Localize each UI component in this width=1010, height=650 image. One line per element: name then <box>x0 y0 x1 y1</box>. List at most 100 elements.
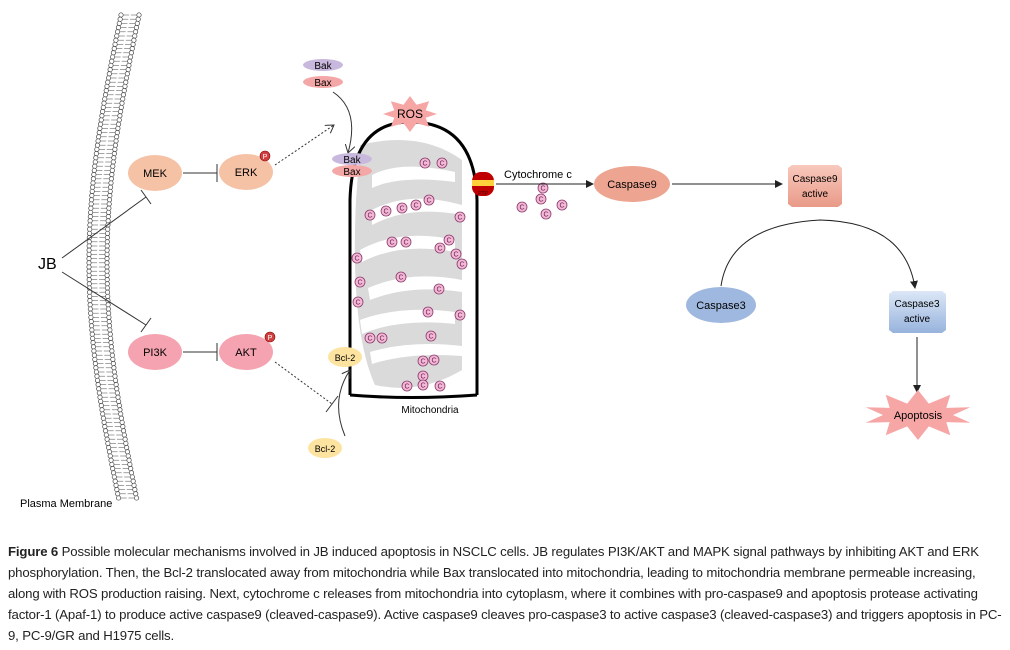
svg-text:C: C <box>439 161 444 168</box>
svg-text:active: active <box>904 314 931 325</box>
mitochondria-label: Mitochondria <box>401 405 459 416</box>
ros-star: ROS <box>383 96 437 132</box>
cytochrome-c: C <box>400 236 412 248</box>
cytochrome-c: C <box>354 276 366 288</box>
svg-text:C: C <box>404 384 409 391</box>
svg-text:AKT: AKT <box>235 347 257 359</box>
svg-text:Bak: Bak <box>314 61 332 72</box>
cytochrome-c: C <box>535 193 547 205</box>
cytochrome-c-label: Cytochrome c <box>504 169 572 181</box>
svg-text:C: C <box>355 300 360 307</box>
cytochrome-c: C <box>364 332 376 344</box>
svg-text:C: C <box>453 252 458 259</box>
svg-text:C: C <box>399 206 404 213</box>
mek-node: MEK <box>128 155 182 191</box>
cytochrome-c: C <box>352 296 364 308</box>
svg-text:C: C <box>457 215 462 222</box>
cytochrome-c: C <box>450 248 462 260</box>
svg-text:MEK: MEK <box>143 168 168 180</box>
cytochrome-c: C <box>376 332 388 344</box>
svg-text:Apoptosis: Apoptosis <box>894 410 943 422</box>
apoptosis-star: Apoptosis <box>865 390 971 440</box>
svg-text:PTP: PTP <box>478 191 488 197</box>
bak-bax-cytosol: Bak Bax <box>303 59 343 89</box>
svg-text:C: C <box>367 213 372 220</box>
svg-text:Bak: Bak <box>343 155 361 166</box>
svg-text:C: C <box>540 186 545 193</box>
cytochrome-c: C <box>417 370 429 382</box>
cytochrome-c: C <box>425 330 437 342</box>
svg-text:C: C <box>559 203 564 210</box>
bcl2-mito: Bcl-2 <box>328 347 362 367</box>
svg-text:C: C <box>437 384 442 391</box>
caption-text: Possible molecular mechanisms involved i… <box>8 544 1002 643</box>
cytochrome-c: C <box>454 211 466 223</box>
svg-text:Caspase9: Caspase9 <box>607 179 657 191</box>
cytochrome-c: C <box>537 182 549 194</box>
cytochrome-c: C <box>395 271 407 283</box>
svg-text:active: active <box>802 189 829 200</box>
cytochrome-c: C <box>396 202 408 214</box>
phospho-badge: P <box>268 335 273 342</box>
cytochrome-c: C <box>351 252 363 264</box>
cytochrome-c: C <box>456 258 468 270</box>
svg-text:Bcl-2: Bcl-2 <box>315 444 336 454</box>
svg-text:C: C <box>389 240 394 247</box>
svg-text:C: C <box>403 240 408 247</box>
svg-text:C: C <box>357 280 362 287</box>
svg-text:C: C <box>446 238 451 245</box>
cytochrome-c: C <box>540 208 552 220</box>
svg-text:C: C <box>367 336 372 343</box>
cytochrome-c: C <box>419 157 431 169</box>
cytochrome-c: C <box>417 379 429 391</box>
figure-label: Figure 6 <box>8 544 59 559</box>
svg-text:Caspase3: Caspase3 <box>894 299 939 310</box>
svg-text:C: C <box>538 197 543 204</box>
figure-caption: Figure 6 Possible molecular mechanisms i… <box>8 541 1003 646</box>
akt-node: AKT P <box>219 331 276 370</box>
cytochrome-c: C <box>380 205 392 217</box>
cytochrome-c: C <box>434 242 446 254</box>
caspase9-active-node: Caspase9 active <box>788 165 842 207</box>
erk-node: ERK P <box>219 150 273 190</box>
svg-text:C: C <box>422 161 427 168</box>
svg-text:C: C <box>437 246 442 253</box>
jb-inhibition-lines <box>61 164 218 361</box>
plasma-membrane <box>86 12 142 501</box>
cytochrome-c: C <box>417 355 429 367</box>
akt-to-bcl2-inhibition <box>274 361 333 405</box>
svg-text:C: C <box>426 198 431 205</box>
cytochrome-c: C <box>401 380 413 392</box>
cytochrome-c: C <box>428 354 440 366</box>
ptp-pore: PTP <box>472 172 494 197</box>
cytochrome-c: C <box>443 234 455 246</box>
bcl2-free: Bcl-2 <box>308 438 342 458</box>
mitochondria <box>348 120 479 399</box>
bcl2-arrow <box>338 370 350 437</box>
svg-text:C: C <box>459 262 464 269</box>
svg-text:Bax: Bax <box>343 167 360 178</box>
cytochrome-c: C <box>516 201 528 213</box>
svg-text:Bcl-2: Bcl-2 <box>335 353 356 363</box>
svg-text:C: C <box>354 256 359 263</box>
svg-text:C: C <box>428 334 433 341</box>
cytochrome-c: C <box>434 380 446 392</box>
bak-bax-mitochondria: Bak Bax <box>332 153 372 178</box>
caspase9-node: Caspase9 <box>594 166 670 202</box>
cytochrome-c: C <box>410 199 422 211</box>
cytochrome-c: C <box>454 309 466 321</box>
svg-text:C: C <box>519 205 524 212</box>
erk-to-bax-arrow <box>274 125 334 166</box>
svg-text:Bax: Bax <box>314 78 331 89</box>
svg-text:C: C <box>436 287 441 294</box>
cytochrome-c: C <box>433 283 445 295</box>
cytochrome-c: C <box>436 157 448 169</box>
svg-text:C: C <box>425 310 430 317</box>
svg-text:C: C <box>543 212 548 219</box>
bax-translocation-arrow <box>332 91 352 153</box>
svg-text:C: C <box>413 203 418 210</box>
svg-text:C: C <box>383 209 388 216</box>
membrane-label: Plasma Membrane <box>18 498 115 511</box>
svg-text:ROS: ROS <box>397 107 423 121</box>
